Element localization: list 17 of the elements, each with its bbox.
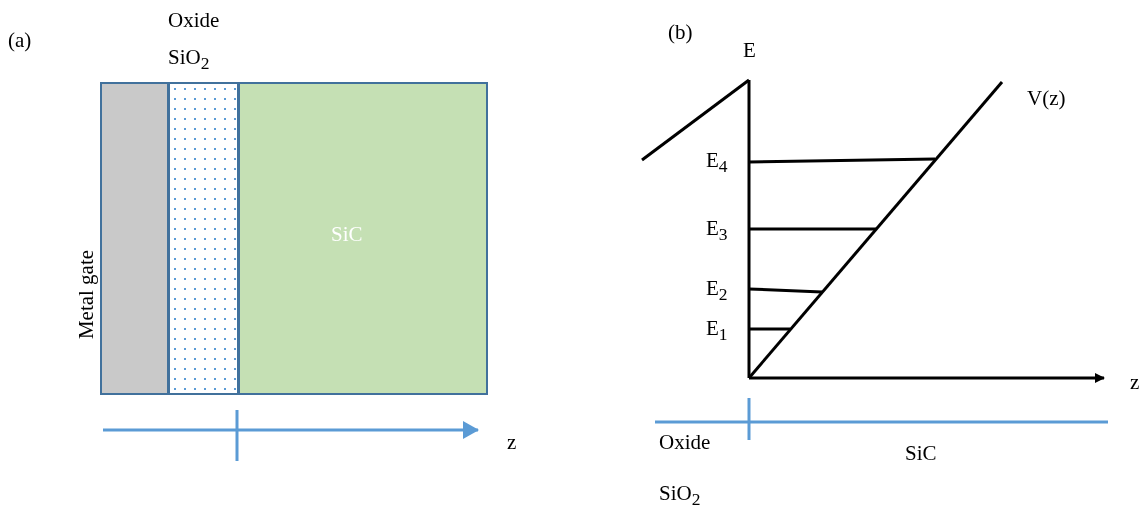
layer-label: SiC	[331, 224, 363, 245]
curve-label: V(z)	[1027, 88, 1066, 109]
layer-label: Metal gate	[75, 248, 97, 342]
panel-label: (a)	[8, 30, 32, 51]
axis-label: E	[743, 40, 756, 61]
energy-level-label: E$_{1}$	[706, 318, 728, 344]
energy-level-label: E$_{4}$	[706, 150, 728, 176]
layer-heading: Oxide SiO$_{2}$	[168, 7, 221, 76]
region-label: Oxide	[659, 432, 711, 453]
panel-label: (b)	[668, 22, 693, 43]
energy-level-label: E$_{2}$	[706, 278, 728, 304]
region-label: SiC	[905, 443, 937, 464]
region-label: SiO$_{2}$	[659, 483, 701, 506]
sic-layer	[238, 82, 488, 395]
axis-label: z	[507, 432, 517, 453]
energy-level-label: E$_{3}$	[706, 218, 728, 244]
axis-label: z	[1130, 372, 1140, 393]
